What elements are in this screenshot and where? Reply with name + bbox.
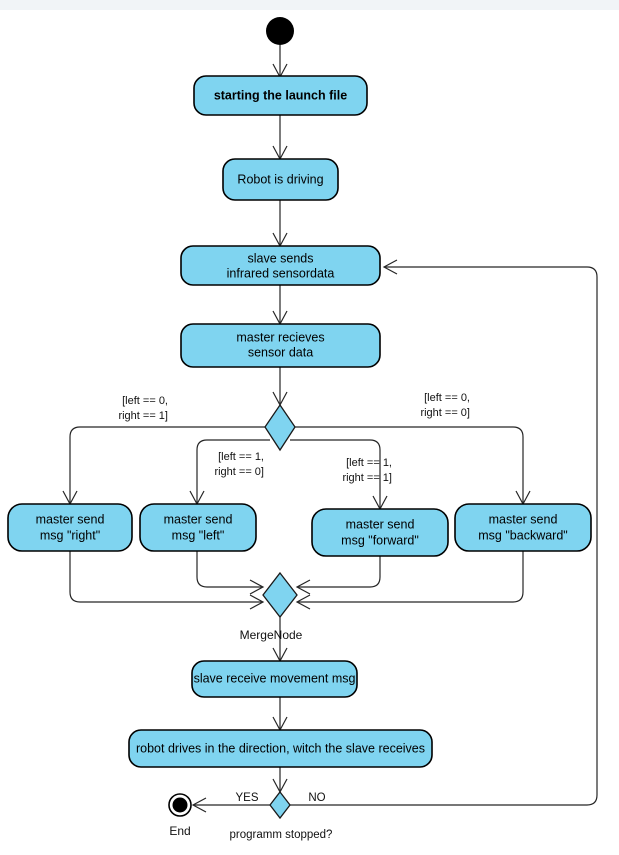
node-label-msg-backward-line1: master send [489,512,558,526]
edge-launch-to-driving [272,115,288,161]
edge-stop-decision-yes-to-end [191,797,270,813]
node-master-send-msg-left[interactable]: master send msg "left" [139,503,257,552]
edge-decision-to-msg-backward [295,426,531,506]
node-robot-drives-direction[interactable]: robot drives in the direction, witch the… [128,729,433,768]
node-label-starting-launch-file: starting the launch file [214,88,347,102]
guard-label-left-branch: [left == 1, right == 0] [214,451,264,478]
guard-backward-branch-line1: [left == 0, [424,392,470,404]
guard-forward-branch-line1: [left == 1, [346,457,392,469]
initial-node [266,17,294,45]
edge-master-recv-to-decision [272,367,288,407]
edge-driving-to-slave-send [272,200,288,248]
top-strip [0,0,619,10]
edge-msg-backward-to-merge [295,551,524,610]
node-slave-receive-movement-msg[interactable]: slave receive movement msg [191,660,358,698]
node-label-slave-sends-line1: slave sends [247,251,313,265]
node-master-send-msg-right[interactable]: master send msg "right" [7,503,133,552]
node-label-robot-is-driving: Robot is driving [237,172,323,186]
node-label-msg-left-line1: master send [164,512,233,526]
node-label-robot-drives-direction: robot drives in the direction, witch the… [136,741,425,755]
merge-node-label: MergeNode [240,628,303,642]
node-master-send-msg-forward[interactable]: master send msg "forward" [311,508,449,557]
node-label-msg-right-line1: master send [36,512,105,526]
guard-forward-branch-line2: right == 1] [342,472,392,484]
decision-question-label: programm stopped? [230,829,333,841]
guard-left-branch-line2: right == 0] [214,466,264,478]
edge-msg-forward-to-merge [295,556,381,595]
guard-label-forward-branch: [left == 1, right == 1] [342,457,392,484]
guard-backward-branch-line2: right == 0] [420,407,470,419]
decision-node-programm-stopped[interactable] [269,790,291,820]
edge-start-to-launch [272,45,288,79]
node-robot-is-driving[interactable]: Robot is driving [222,158,339,201]
edge-slave-send-to-master-recv [272,285,288,326]
node-label-msg-forward-line2: msg "forward" [341,533,419,547]
guard-label-right-branch: [left == 0, right == 1] [118,395,168,422]
node-label-slave-sends-line2: infrared sensordata [227,266,335,280]
node-starting-launch-file[interactable]: starting the launch file [193,75,368,116]
node-master-send-msg-backward[interactable]: master send msg "backward" [454,503,592,552]
node-slave-sends-infrared-sensordata[interactable]: slave sends infrared sensordata [180,245,381,286]
edge-msg-left-to-merge [196,551,265,595]
guard-right-branch-line2: right == 1] [118,410,168,422]
guard-left-branch-line1: [left == 1, [218,451,264,463]
edge-stop-decision-no-feedback-loop [290,259,598,806]
node-label-master-recieves-line2: sensor data [248,345,313,359]
node-label-msg-backward-line2: msg "backward" [478,528,567,542]
final-node [168,793,192,817]
edge-label-no: NO [308,792,325,804]
decision-node-sensor-branch[interactable] [264,403,296,452]
node-master-recieves-sensor-data[interactable]: master recieves sensor data [180,323,381,368]
node-label-master-recieves-line1: master recieves [236,330,324,344]
merge-node[interactable] [262,571,298,619]
edge-robot-drives-to-stop-decision [272,767,288,794]
final-node-label: End [169,824,190,838]
edge-slave-recv-to-robot-drives [272,697,288,732]
node-label-msg-right-line2: msg "right" [40,528,100,542]
node-label-msg-forward-line1: master send [346,517,415,531]
node-label-slave-receive-movement-msg: slave receive movement msg [194,671,356,685]
edge-label-yes: YES [235,792,258,804]
guard-label-backward-branch: [left == 0, right == 0] [420,392,470,419]
node-label-msg-left-line2: msg "left" [172,528,225,542]
edge-msg-right-to-merge [69,551,265,610]
guard-right-branch-line1: [left == 0, [122,395,168,407]
